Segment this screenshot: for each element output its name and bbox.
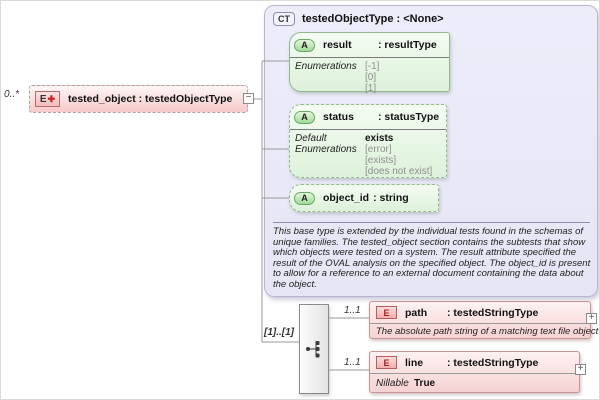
- attribute-box-object-id[interactable]: A object_id : string: [289, 184, 439, 212]
- collapse-button[interactable]: −: [243, 93, 254, 104]
- attribute-type: : string: [373, 192, 409, 204]
- element-badge: E✚: [35, 91, 60, 107]
- path-title: E path : testedStringType: [370, 302, 590, 324]
- occurrence-label-line: 1..1: [344, 357, 361, 368]
- facet-key: Nillable: [376, 378, 409, 389]
- documentation-divider: [273, 222, 590, 223]
- enum-value: [1]: [365, 83, 377, 94]
- element-box-path[interactable]: E path : testedStringType The absolute p…: [369, 301, 600, 339]
- element-letter: E: [39, 93, 47, 105]
- complex-type-documentation: This base type is extended by the indivi…: [273, 226, 591, 290]
- attribute-result-title: A result : resultType: [290, 33, 449, 58]
- default-value: exists: [365, 133, 394, 144]
- enum-value: [does not exist]: [365, 166, 433, 177]
- element-name: line: [405, 356, 424, 369]
- attribute-box-status[interactable]: A status : statusType Default exists Enu…: [289, 104, 447, 178]
- attribute-badge-icon: A: [294, 191, 315, 205]
- compositor-occurrence-label: [1]..[1]: [264, 327, 294, 338]
- facet-row-default: Default exists: [295, 133, 446, 144]
- attribute-badge-icon: A: [294, 38, 315, 52]
- attribute-box-result[interactable]: A result : resultType Enumerations [-1] …: [289, 32, 450, 94]
- complex-type-title: testedObjectType : <None>: [302, 13, 444, 25]
- element-plus-icon: ✚: [47, 93, 56, 104]
- compositor-box[interactable]: [299, 304, 329, 394]
- complex-type-badge: CT: [273, 12, 295, 26]
- facet-row-enumerations: Enumerations [error] [exists] [does not …: [295, 144, 446, 177]
- facet-key: Default: [295, 133, 327, 144]
- facet-key: Enumerations: [295, 61, 357, 72]
- occurrence-label-path: 1..1: [344, 305, 361, 316]
- facet-row-enumerations: Enumerations [-1] [0] [1]: [295, 61, 449, 94]
- facet-values: [-1] [0] [1]: [365, 61, 379, 94]
- enum-value: [exists]: [365, 155, 397, 166]
- expand-button-path[interactable]: +: [586, 313, 597, 324]
- element-type: : testedStringType: [447, 356, 539, 369]
- enum-value: [0]: [365, 72, 377, 83]
- element-name: path: [405, 306, 428, 319]
- element-box-tested-object[interactable]: E✚ tested_object : testedObjectType: [29, 85, 248, 113]
- facet-values: [error] [exists] [does not exist]: [365, 144, 432, 177]
- element-type: : testedStringType: [447, 306, 539, 319]
- element-label: tested_object : testedObjectType: [68, 93, 233, 105]
- path-documentation: The absolute path string of a matching t…: [376, 326, 600, 337]
- nillable-value: True: [414, 378, 436, 389]
- attribute-name: result: [323, 39, 352, 51]
- sequence-compositor-icon: [306, 341, 320, 358]
- attribute-name: object_id: [323, 192, 370, 204]
- enum-value: [-1]: [365, 61, 380, 72]
- attribute-type: : resultType: [378, 39, 437, 51]
- enum-value: [error]: [365, 144, 392, 155]
- attribute-objectid-title: A object_id : string: [290, 185, 438, 211]
- complex-type-header: CT testedObjectType : <None>: [265, 6, 597, 26]
- facet-key: Enumerations: [295, 144, 357, 155]
- facet-row-nillable: Nillable True: [370, 374, 579, 389]
- element-badge-icon: E: [376, 306, 397, 319]
- attribute-status-title: A status : statusType: [290, 105, 446, 130]
- occurrence-label: 0..*: [4, 89, 20, 100]
- attribute-badge-icon: A: [294, 110, 315, 124]
- attribute-name: status: [323, 111, 354, 123]
- line-title: E line : testedStringType: [370, 352, 579, 374]
- element-box-line[interactable]: E line : testedStringType Nillable True: [369, 351, 580, 393]
- expand-button-line[interactable]: +: [575, 364, 586, 375]
- element-badge-icon: E: [376, 356, 397, 369]
- attribute-type: : statusType: [378, 111, 440, 123]
